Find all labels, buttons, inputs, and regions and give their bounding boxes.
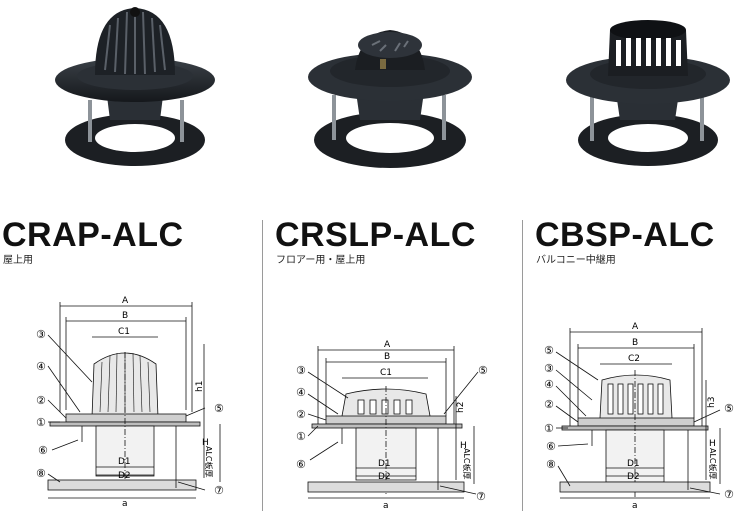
svg-text:⑤: ⑤ xyxy=(544,344,554,357)
svg-text:⑥: ⑥ xyxy=(296,458,306,471)
svg-text:D2: D2 xyxy=(118,471,131,481)
svg-text:②: ② xyxy=(296,408,306,421)
svg-text:B: B xyxy=(122,311,128,321)
svg-text:⑦: ⑦ xyxy=(476,490,486,503)
model-title-cbsp: CBSP-ALC xyxy=(535,216,715,254)
product-photo-cbsp xyxy=(566,20,730,166)
svg-text:h3: h3 xyxy=(707,397,717,408)
svg-text:D2: D2 xyxy=(378,472,391,482)
svg-text:⑧: ⑧ xyxy=(36,467,46,480)
svg-text:H: H xyxy=(202,438,209,448)
svg-text:A: A xyxy=(122,296,129,306)
svg-text:h2: h2 xyxy=(456,402,466,413)
svg-text:ALC板厚: ALC板厚 xyxy=(708,448,718,480)
svg-text:D1: D1 xyxy=(627,459,640,469)
product-photo-crap xyxy=(55,7,215,166)
section-diagram-cbsp: A B C2 h3 H ALC板厚 D1 D2 a ⑤ ③ ④ ② ① ⑥ ⑧ … xyxy=(544,322,734,511)
svg-text:⑤: ⑤ xyxy=(724,402,734,415)
svg-text:②: ② xyxy=(36,394,46,407)
svg-text:C1: C1 xyxy=(118,327,130,337)
svg-text:D2: D2 xyxy=(627,472,640,482)
usage-label-cbsp: バルコニー中継用 xyxy=(536,255,616,266)
svg-text:⑦: ⑦ xyxy=(724,488,734,501)
svg-text:③: ③ xyxy=(36,328,46,341)
svg-text:D1: D1 xyxy=(118,457,131,467)
section-diagram-crap: A B C1 h1 H ALC板厚 D1 D2 a ③ ④ ② ① ⑥ ⑧ ⑤ … xyxy=(36,296,224,509)
svg-text:A: A xyxy=(384,340,391,350)
model-title-crap: CRAP-ALC xyxy=(2,216,184,254)
svg-text:②: ② xyxy=(544,398,554,411)
svg-text:④: ④ xyxy=(36,360,46,373)
svg-text:⑥: ⑥ xyxy=(546,440,556,453)
svg-text:③: ③ xyxy=(544,362,554,375)
svg-text:C2: C2 xyxy=(628,354,640,364)
svg-text:⑧: ⑧ xyxy=(546,458,556,471)
svg-text:①: ① xyxy=(36,416,46,429)
svg-text:h1: h1 xyxy=(195,381,205,392)
model-title-crslp: CRSLP-ALC xyxy=(275,216,476,254)
svg-text:①: ① xyxy=(296,430,306,443)
product-photo-crslp xyxy=(308,30,472,168)
svg-text:C1: C1 xyxy=(380,368,392,378)
svg-text:a: a xyxy=(632,501,638,511)
svg-text:a: a xyxy=(383,501,389,511)
svg-text:D1: D1 xyxy=(378,459,391,469)
svg-text:④: ④ xyxy=(296,386,306,399)
usage-label-crslp: フロアー用・屋上用 xyxy=(276,255,366,266)
section-diagram-crslp: A B C1 h2 H ALC板厚 D1 D2 a ③ ④ ② ① ⑥ ⑤ ⑦ xyxy=(296,340,488,511)
svg-text:ALC板厚: ALC板厚 xyxy=(462,448,472,480)
svg-text:①: ① xyxy=(544,422,554,435)
svg-text:⑦: ⑦ xyxy=(214,484,224,497)
svg-text:③: ③ xyxy=(296,364,306,377)
svg-text:B: B xyxy=(632,338,638,348)
svg-text:⑤: ⑤ xyxy=(478,364,488,377)
svg-text:A: A xyxy=(632,322,639,332)
svg-text:H: H xyxy=(709,439,716,449)
svg-text:H: H xyxy=(460,441,467,451)
column-divider xyxy=(522,220,523,511)
svg-text:⑥: ⑥ xyxy=(38,444,48,457)
svg-text:a: a xyxy=(122,499,128,509)
svg-text:⑤: ⑤ xyxy=(214,402,224,415)
svg-text:B: B xyxy=(384,352,390,362)
column-divider xyxy=(262,220,263,511)
svg-text:ALC板厚: ALC板厚 xyxy=(204,446,214,478)
usage-label-crap: 屋上用 xyxy=(3,255,33,266)
svg-text:④: ④ xyxy=(544,378,554,391)
